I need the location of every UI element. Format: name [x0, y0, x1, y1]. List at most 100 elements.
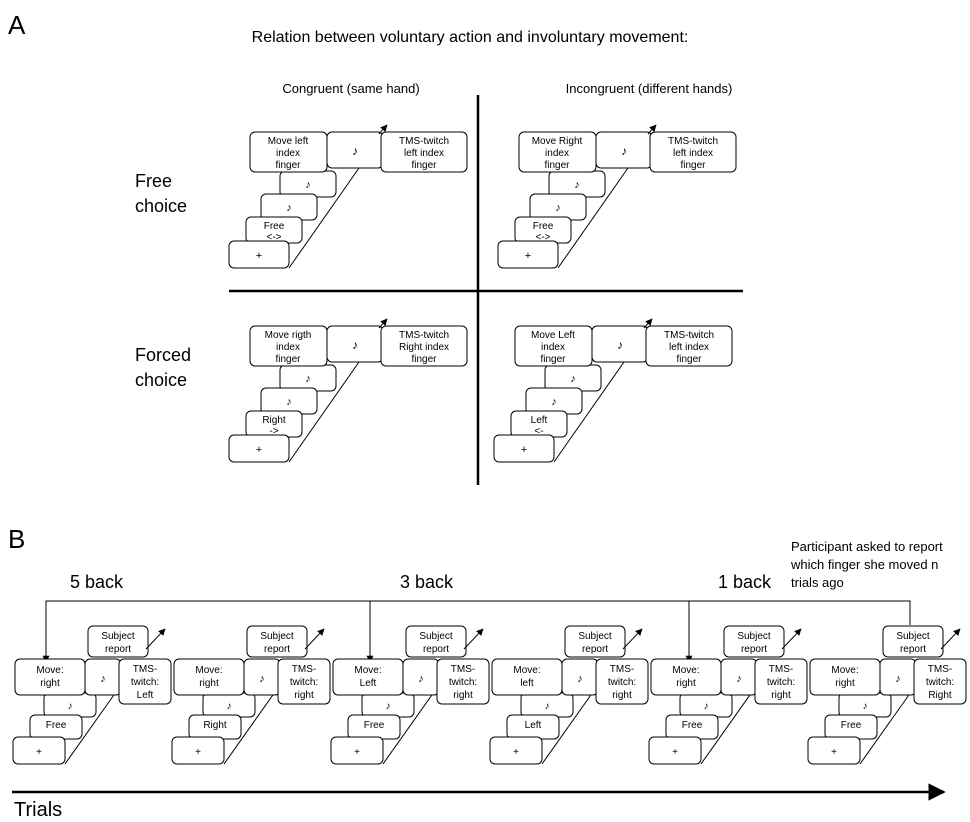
action-text-line2: index	[541, 342, 565, 353]
twitch-text-line2: twitch:	[290, 677, 318, 688]
report-text-line2: report	[900, 644, 926, 655]
twitch-arrow	[647, 124, 657, 135]
report-text-line1: Subject	[578, 631, 612, 642]
report-box	[564, 625, 626, 658]
twitch-text-line1: TMS-	[451, 664, 475, 675]
fixation-text: +	[672, 747, 678, 758]
quadrant-congruent-forced: ♪♪Right->+Move rigthindexfinger♪TMS-twit…	[228, 318, 468, 463]
twitch-text-line2: Right index	[399, 342, 449, 353]
report-text-line1: Subject	[260, 631, 294, 642]
quadrant-congruent-free: ♪♪Free<->+Move leftindexfinger♪TMS-twitc…	[228, 124, 468, 269]
row-label-forced-line2: choice	[135, 370, 187, 390]
cue-text: Right	[203, 720, 227, 731]
twitch-text-line3: right	[771, 690, 791, 701]
fixation-text: +	[354, 747, 360, 758]
action-text-line2: index	[276, 342, 300, 353]
twitch-box	[754, 658, 808, 705]
cue-text-line1: Free	[533, 221, 554, 232]
action-text-line3: finger	[275, 354, 301, 365]
report-note-line1: Participant asked to report	[791, 539, 943, 554]
action-text-line2: right	[676, 678, 696, 689]
row-label-forced-line1: Forced	[135, 345, 191, 365]
twitch-text-line3: finger	[411, 354, 437, 365]
tone-lower-text: ♪	[68, 701, 73, 712]
cue-text: Free	[841, 720, 862, 731]
report-arrow	[622, 628, 643, 650]
action-text-line1: Move Left	[531, 330, 575, 341]
twitch-box	[380, 325, 468, 367]
stack-edge-line	[288, 361, 360, 463]
cue-text: Left	[525, 720, 542, 731]
stack-edge-line	[557, 167, 629, 269]
report-text-line1: Subject	[419, 631, 453, 642]
report-box	[405, 625, 467, 658]
report-box	[723, 625, 785, 658]
fixation-box	[648, 736, 702, 765]
fixation-text: +	[513, 747, 519, 758]
action-text-line1: Move Right	[532, 136, 583, 147]
action-text-line1: Move:	[672, 665, 699, 676]
report-note-line3: trials ago	[791, 575, 844, 590]
twitch-text-line3: right	[294, 690, 314, 701]
cue-text-line2: <->	[535, 232, 550, 243]
twitch-text-line2: left index	[669, 342, 709, 353]
fixation-box	[489, 736, 543, 765]
twitch-text-line3: finger	[411, 160, 437, 171]
report-text-line1: Subject	[737, 631, 771, 642]
fixation-box	[228, 240, 290, 269]
twitch-arrow	[378, 124, 388, 135]
row-label-free-line2: choice	[135, 196, 187, 216]
report-text-line2: report	[264, 644, 290, 655]
twitch-box	[380, 131, 468, 173]
cue-text: Free	[682, 720, 703, 731]
report-text-line2: report	[423, 644, 449, 655]
fixation-box	[12, 736, 66, 765]
back-label-5: 5 back	[70, 572, 124, 592]
twitch-text-line3: Left	[137, 690, 154, 701]
action-text-line2: Left	[360, 678, 377, 689]
fixation-box	[807, 736, 861, 765]
cue-text-line2: ->	[269, 426, 278, 437]
report-text-line1: Subject	[896, 631, 930, 642]
tone-lower-text: ♪	[863, 701, 868, 712]
twitch-text-line2: left index	[673, 148, 713, 159]
tone-text: ♪	[617, 338, 623, 352]
stack-edge-line	[553, 361, 625, 463]
tone-lower-text: ♪	[551, 396, 557, 408]
action-text-line1: Move:	[36, 665, 63, 676]
fixation-text: +	[525, 250, 531, 262]
action-text-line2: right	[40, 678, 60, 689]
action-text-line3: finger	[544, 160, 570, 171]
cue-text: Free	[46, 720, 67, 731]
twitch-box	[913, 658, 967, 705]
twitch-text-line1: TMS-	[769, 664, 793, 675]
twitch-text-line3: right	[453, 690, 473, 701]
cue-text-line2: <->	[266, 232, 281, 243]
fixation-text: +	[521, 444, 527, 456]
twitch-box	[118, 658, 172, 705]
report-arrow	[781, 628, 802, 650]
tone-lower-text: ♪	[555, 202, 561, 214]
report-box	[882, 625, 944, 658]
fixation-box	[493, 434, 555, 463]
twitch-arrow	[643, 318, 653, 329]
tone-text: ♪	[577, 673, 583, 685]
cue-text-line2: <-	[534, 426, 543, 437]
action-text-line1: Move rigth	[265, 330, 312, 341]
cue-text: Free	[364, 720, 385, 731]
tone-lower-text: ♪	[286, 202, 292, 214]
tone-upper-text: ♪	[305, 179, 311, 191]
report-text-line2: report	[741, 644, 767, 655]
back-label-1: 1 back	[718, 572, 772, 592]
trial-2: Subjectreport♪♪Right+Move:right♪TMS-twit…	[171, 625, 331, 765]
action-text-line2: left	[520, 678, 534, 689]
report-arrow	[304, 628, 325, 650]
twitch-box	[645, 325, 733, 367]
twitch-text-line1: TMS-twitch	[399, 136, 449, 147]
fixation-text: +	[831, 747, 837, 758]
twitch-text-line2: twitch:	[767, 677, 795, 688]
panel-a-title: Relation between voluntary action and in…	[252, 29, 689, 46]
twitch-box	[436, 658, 490, 705]
trial-1: Subjectreport♪♪Free+Move:right♪TMS-twitc…	[12, 625, 172, 765]
